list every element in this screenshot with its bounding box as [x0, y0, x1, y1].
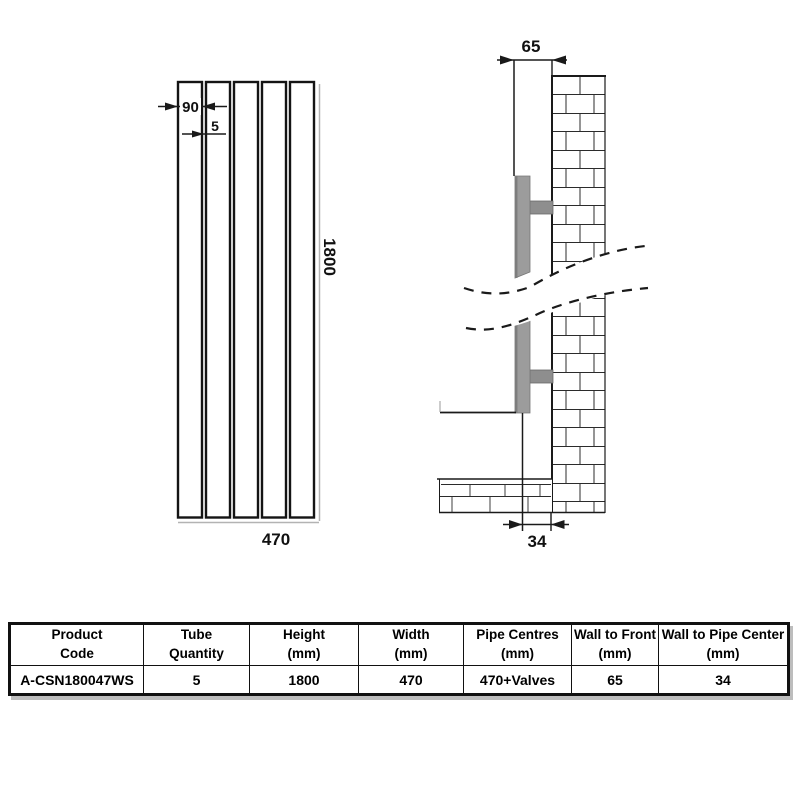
radiator-front-view: 90 5 1800 470	[158, 80, 339, 549]
value-tube-quantity: 5	[143, 665, 250, 695]
brick-floor	[437, 478, 552, 514]
mounting-bracket-upper	[529, 200, 554, 215]
dimension-wall-to-front: 65	[497, 37, 567, 176]
break-curve-lower	[465, 286, 649, 331]
wall-to-front-label: 65	[522, 37, 541, 56]
radiator-panel	[204, 80, 232, 519]
value-wall-to-pipe-center: 34	[658, 665, 789, 695]
radiator-side-profile	[514, 175, 531, 414]
spec-table: Product Code Tube Quantity Height (mm) W…	[8, 622, 790, 696]
spec-table-value-row: A-CSN180047WS 5 1800 470 470+Valves 65 3…	[9, 665, 789, 695]
arrowhead	[500, 55, 514, 65]
height-label: 1800	[320, 238, 339, 276]
radiator-panel	[288, 80, 316, 519]
col-header-wall-to-front: Wall to Front (mm)	[571, 623, 659, 666]
value-product-code: A-CSN180047WS	[9, 665, 144, 695]
dimension-panel-width: 90	[158, 98, 227, 116]
radiator-panel	[232, 80, 260, 519]
break-curve-upper	[463, 244, 646, 295]
radiator-panel	[260, 80, 288, 519]
break-lines	[463, 244, 649, 331]
width-label: 470	[262, 530, 290, 549]
radiator-panel	[176, 80, 204, 519]
col-header-width: Width (mm)	[358, 623, 464, 666]
radiator-side-view: 65 34	[437, 37, 649, 551]
dimension-height: 1800	[318, 84, 339, 521]
arrowhead	[551, 520, 565, 529]
dimension-wall-to-pipe: 34	[503, 513, 569, 551]
arrowhead	[509, 520, 523, 529]
value-width: 470	[358, 665, 464, 695]
col-header-product-code: Product Code	[9, 623, 144, 666]
col-header-tube-quantity: Tube Quantity	[143, 623, 250, 666]
spec-table-header-row: Product Code Tube Quantity Height (mm) W…	[9, 623, 789, 666]
value-wall-to-front: 65	[571, 665, 659, 695]
mounting-bracket-lower	[529, 369, 554, 384]
arrowhead	[202, 102, 215, 111]
arrowhead	[192, 130, 204, 138]
col-header-pipe-centres: Pipe Centres (mm)	[463, 623, 572, 666]
break-band	[466, 246, 646, 330]
panel-gap-label: 5	[211, 118, 219, 134]
dimension-width: 470	[178, 521, 319, 549]
arrowhead	[552, 55, 566, 65]
dimension-panel-gap: 5	[182, 117, 226, 138]
panel-width-label: 90	[182, 99, 199, 116]
value-pipe-centres: 470+Valves	[463, 665, 572, 695]
arrowhead	[165, 102, 178, 111]
wall-to-pipe-label: 34	[528, 532, 547, 551]
col-header-wall-to-pipe-center: Wall to Pipe Center (mm)	[658, 623, 789, 666]
value-height: 1800	[249, 665, 359, 695]
col-header-height: Height (mm)	[249, 623, 359, 666]
